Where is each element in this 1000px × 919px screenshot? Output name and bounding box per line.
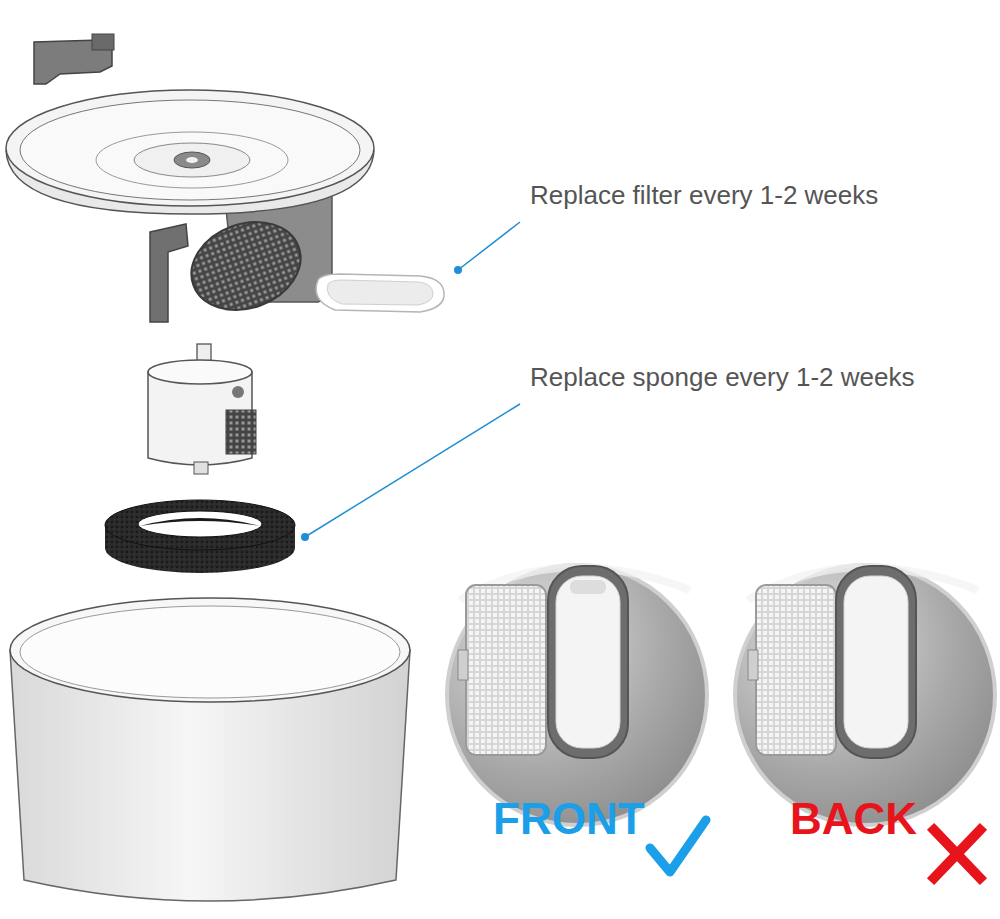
tray-surface (20, 100, 360, 200)
tray-outlet-hole (186, 157, 198, 163)
tray-bracket (34, 34, 114, 84)
filter-frame (316, 274, 444, 312)
filter-grille (466, 585, 546, 755)
bracket-clip (92, 34, 114, 50)
sponge-inner-wall (140, 518, 260, 526)
detail-disc (447, 565, 707, 825)
leader-dot (454, 266, 462, 274)
bowl-rim (10, 598, 410, 702)
pump (148, 344, 256, 474)
leader-lines (301, 222, 520, 541)
check-mark (650, 820, 706, 872)
filter-pad (316, 274, 444, 312)
filter-fibre (327, 280, 433, 305)
pad-tab (570, 580, 606, 594)
filter-grille (756, 585, 836, 755)
sponge-hole (138, 511, 262, 537)
cross-stroke (934, 830, 980, 878)
orientation-label: BACK (790, 793, 917, 846)
tray-outlet (174, 152, 210, 168)
bowl-inner-rim (20, 606, 400, 698)
sponge-ring (105, 500, 295, 573)
sponge-top (105, 500, 295, 550)
detail-front (447, 565, 707, 825)
detail-back (735, 565, 995, 825)
pump-intake-grille (226, 410, 256, 454)
filter-pad (556, 576, 620, 748)
grille-cover (179, 207, 313, 324)
fountain-tray (6, 90, 374, 214)
filter-slot (836, 566, 916, 758)
filter-pad (844, 576, 908, 748)
fountain-bowl (10, 598, 410, 901)
housing-leg (150, 224, 188, 322)
grille-latch (458, 650, 468, 680)
cross-stroke (934, 830, 980, 878)
pump-foot (194, 462, 208, 474)
grille-latch (748, 650, 758, 680)
leader-line (305, 404, 520, 537)
orientation-label: FRONT (493, 793, 645, 846)
leader-dot (301, 533, 309, 541)
tray-inner-ring (134, 143, 250, 177)
callout-note: Replace filter every 1-2 weeks (530, 180, 878, 211)
tray-rim (6, 90, 374, 206)
tray-housing (150, 196, 332, 325)
detail-disc (735, 565, 995, 825)
cross-mark (934, 830, 980, 878)
tray-ring (96, 132, 288, 188)
callout-note: Replace sponge every 1-2 weeks (530, 362, 914, 393)
pump-top (148, 360, 252, 384)
leader-line (458, 222, 520, 270)
filter-slot (548, 566, 628, 758)
pump-port (232, 386, 244, 398)
